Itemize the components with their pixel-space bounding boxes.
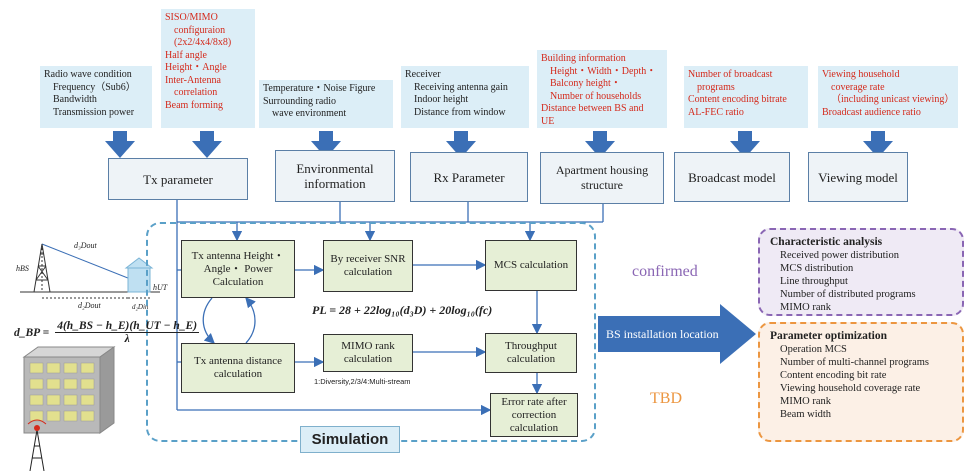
note-receiver: Receiver Receiving antenna gain Indoor h… <box>401 66 529 128</box>
note-viewing-household: Viewing household coverage rate （includi… <box>818 66 958 128</box>
mimo-rank-calc: MIMO rank calculation <box>323 334 413 372</box>
bs-installation-location-label: BS installation location <box>606 327 719 341</box>
label-hut: hUT <box>153 283 168 292</box>
list-item: Operation MCS <box>780 344 847 355</box>
formula-dbp-fraction: 4(h_BS − h_E)(h_UT − h_E) λ <box>55 320 200 345</box>
formula-dbp-lhs: d_BP = <box>14 326 50 339</box>
breakpoint-distance-formula: d_BP = 4(h_BS − h_E)(h_UT − h_E) λ <box>14 320 200 345</box>
tx-antenna-height-calc: Tx antenna Height・Angle・ Power Calculati… <box>181 240 295 298</box>
path-loss-formula: PL = 28 + 22log₁₀(d₃D) + 20log₁₀(fc) <box>312 303 493 317</box>
list-item: Number of distributed programs <box>780 289 916 300</box>
mcs-calc: MCS calculation <box>485 240 577 291</box>
note-temperature: Temperature・Noise Figure Surrounding rad… <box>259 80 393 128</box>
simulation-label: Simulation <box>300 426 400 453</box>
characteristic-analysis-title: Characteristic analysis <box>770 236 883 248</box>
label-d2dout: d₂Dout <box>78 301 101 310</box>
note-siso-mimo: SISO/MIMO configuraion (2x2/4x4/8x8) Hal… <box>161 9 255 128</box>
tbd-label: TBD <box>650 390 682 407</box>
characteristic-analysis-panel: Characteristic analysis Received power d… <box>758 228 964 316</box>
broadcast-model-box: Broadcast model <box>674 152 790 202</box>
label-hbs: hBS <box>16 264 29 273</box>
parameter-optimization-title: Parameter optimization <box>770 330 887 342</box>
note-building-info: Building information Height・Width・Depth・… <box>537 50 667 128</box>
rx-parameter-box: Rx Parameter <box>410 152 528 202</box>
environmental-information-box: Environmental information <box>275 150 395 202</box>
tx-parameter-box: Tx parameter <box>108 158 248 200</box>
throughput-calc: Throughput calculation <box>485 333 577 373</box>
confirmed-label: confirmed <box>632 263 698 280</box>
list-item: Received power distribution <box>780 250 899 261</box>
viewing-model-box: Viewing model <box>808 152 908 202</box>
list-item: MCS distribution <box>780 263 854 274</box>
mimo-rank-note: 1:Diversity,2/3/4:Multi-stream <box>314 377 411 386</box>
snr-calc: By receiver SNR calculation <box>323 240 413 292</box>
formula-dbp-numerator: 4(h_BS − h_E)(h_UT − h_E) <box>55 320 200 333</box>
formula-dbp-denominator: λ <box>124 333 130 345</box>
label-d3dout: d₃Dout <box>74 241 97 250</box>
arrow-siso-mimo <box>192 131 222 158</box>
list-item: MIMO rank <box>780 396 832 407</box>
list-item: Number of multi-channel programs <box>780 357 929 368</box>
label-d2din: d₂Din <box>132 303 149 311</box>
apartment-housing-structure-box: Apartment housing structure <box>540 152 664 204</box>
bs-location-arrow <box>598 304 756 364</box>
tx-antenna-distance-calc: Tx antenna distance calculation <box>181 343 295 393</box>
note-radio-wave: Radio wave condition Frequency（Sub6） Ban… <box>40 66 152 128</box>
list-item: Content encoding bit rate <box>780 370 887 381</box>
note-broadcast-programs: Number of broadcast programs Content enc… <box>684 66 808 128</box>
arrow-radio-wave <box>105 131 135 158</box>
parameter-optimization-panel: Parameter optimization Operation MCS Num… <box>758 322 964 442</box>
list-item: Line throughput <box>780 276 848 287</box>
list-item: MIMO rank <box>780 302 832 313</box>
error-rate-calc: Error rate after correction calculation <box>490 393 578 437</box>
list-item: Beam width <box>780 409 832 420</box>
list-item: Viewing household coverage rate <box>780 383 921 394</box>
